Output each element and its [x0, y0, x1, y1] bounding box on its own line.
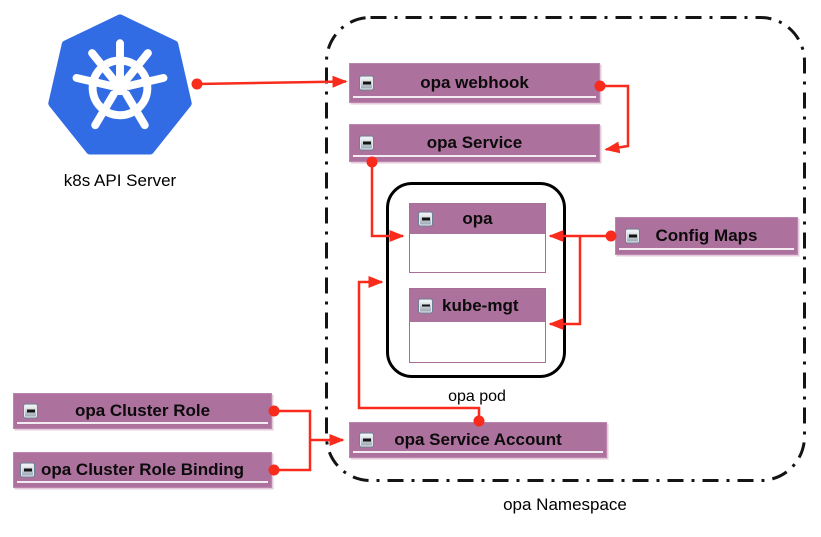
collapse-icon[interactable]: [418, 211, 433, 227]
node-label: opa Service: [426, 133, 523, 152]
minus-glyph: [362, 438, 371, 442]
box-underline: [17, 422, 268, 424]
minus-glyph: [628, 234, 637, 238]
node-label: opa webhook: [420, 73, 529, 92]
minus-glyph: [26, 409, 35, 413]
node-config-maps[interactable]: Config Maps: [615, 217, 798, 255]
node-opa-webhook[interactable]: opa webhook: [349, 63, 600, 103]
minus-glyph: [421, 217, 430, 221]
node-label: opa: [462, 209, 493, 228]
minus-glyph: [362, 141, 371, 145]
collapse-icon[interactable]: [359, 432, 374, 448]
node-opa-header: opa: [410, 204, 545, 234]
node-label: kube-mgt: [442, 295, 519, 315]
opa-pod-label: opa pod: [448, 388, 506, 405]
node-opa-cluster-role-binding[interactable]: opa Cluster Role Binding: [13, 452, 272, 488]
node-opa-service[interactable]: opa Service: [349, 124, 600, 162]
collapse-icon[interactable]: [625, 228, 640, 244]
node-label: opa Cluster Role Binding: [40, 460, 245, 479]
node-kube-mgt-header: kube-mgt: [410, 289, 545, 322]
minus-glyph: [362, 81, 371, 85]
kubernetes-logo-icon: [48, 14, 192, 155]
box-underline: [17, 481, 268, 483]
node-kube-mgt[interactable]: kube-mgt: [409, 288, 546, 363]
collapse-icon[interactable]: [20, 462, 35, 478]
node-opa[interactable]: opa: [409, 203, 546, 273]
collapse-icon[interactable]: [359, 75, 374, 91]
collapse-icon[interactable]: [359, 135, 374, 151]
node-opa-cluster-role[interactable]: opa Cluster Role: [13, 393, 272, 429]
node-label: opa Cluster Role: [74, 401, 211, 420]
k8s-api-server-label: k8s API Server: [63, 171, 177, 190]
edge-roles-junction: [274, 409, 312, 472]
node-label: Config Maps: [655, 226, 758, 245]
opa-namespace-label: opa Namespace: [503, 495, 627, 514]
box-underline: [353, 96, 596, 98]
box-underline: [353, 155, 596, 157]
collapse-icon[interactable]: [418, 298, 433, 313]
node-opa-service-account[interactable]: opa Service Account: [349, 422, 607, 458]
box-underline: [619, 248, 794, 250]
minus-glyph: [23, 468, 32, 472]
edge-origin-dot: [191, 78, 203, 90]
edge-k8s-to-webhook: [196, 75, 348, 88]
collapse-icon[interactable]: [23, 403, 38, 419]
node-label: opa Service Account: [394, 430, 562, 449]
edge-webhook-to-service: [600, 84, 630, 154]
box-underline: [353, 451, 603, 453]
minus-glyph: [421, 304, 430, 307]
